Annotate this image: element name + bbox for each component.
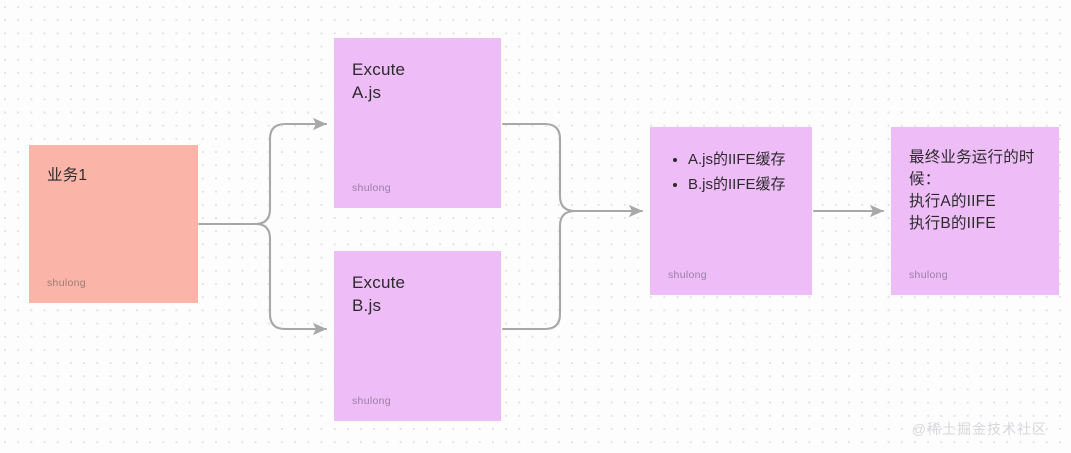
node-iife-cache[interactable]: A.js的IIFE缓存 B.js的IIFE缓存 shulong xyxy=(650,127,812,295)
edge-b-to-cache xyxy=(501,209,577,331)
node-excute-b-footer: shulong xyxy=(352,395,391,407)
list-item: B.js的IIFE缓存 xyxy=(688,172,794,197)
node-final-run-title: 最终业务运行的时候： 执行A的IIFE 执行B的IIFE xyxy=(909,149,1035,232)
node-final-run[interactable]: 最终业务运行的时候： 执行A的IIFE 执行B的IIFE shulong xyxy=(891,127,1059,295)
node-iife-cache-footer: shulong xyxy=(668,269,707,281)
node-excute-b-title: Excute B.js xyxy=(352,273,406,315)
node-business-footer: shulong xyxy=(47,277,86,289)
node-final-run-footer: shulong xyxy=(909,269,948,281)
edge-business-to-a xyxy=(197,117,328,226)
node-iife-cache-list: A.js的IIFE缓存 B.js的IIFE缓存 xyxy=(668,147,794,197)
list-item: A.js的IIFE缓存 xyxy=(688,147,794,172)
watermark: @稀土掘金技术社区 xyxy=(911,421,1047,437)
edge-a-to-cache xyxy=(501,122,644,218)
node-business[interactable]: 业务1 shulong xyxy=(29,145,198,303)
node-excute-a[interactable]: Excute A.js shulong xyxy=(334,38,501,208)
node-excute-a-footer: shulong xyxy=(352,182,391,194)
node-excute-b[interactable]: Excute B.js shulong xyxy=(334,251,501,421)
node-business-title: 业务1 xyxy=(47,167,88,184)
edge-business-to-b xyxy=(254,222,328,336)
node-excute-a-title: Excute A.js xyxy=(352,60,406,102)
